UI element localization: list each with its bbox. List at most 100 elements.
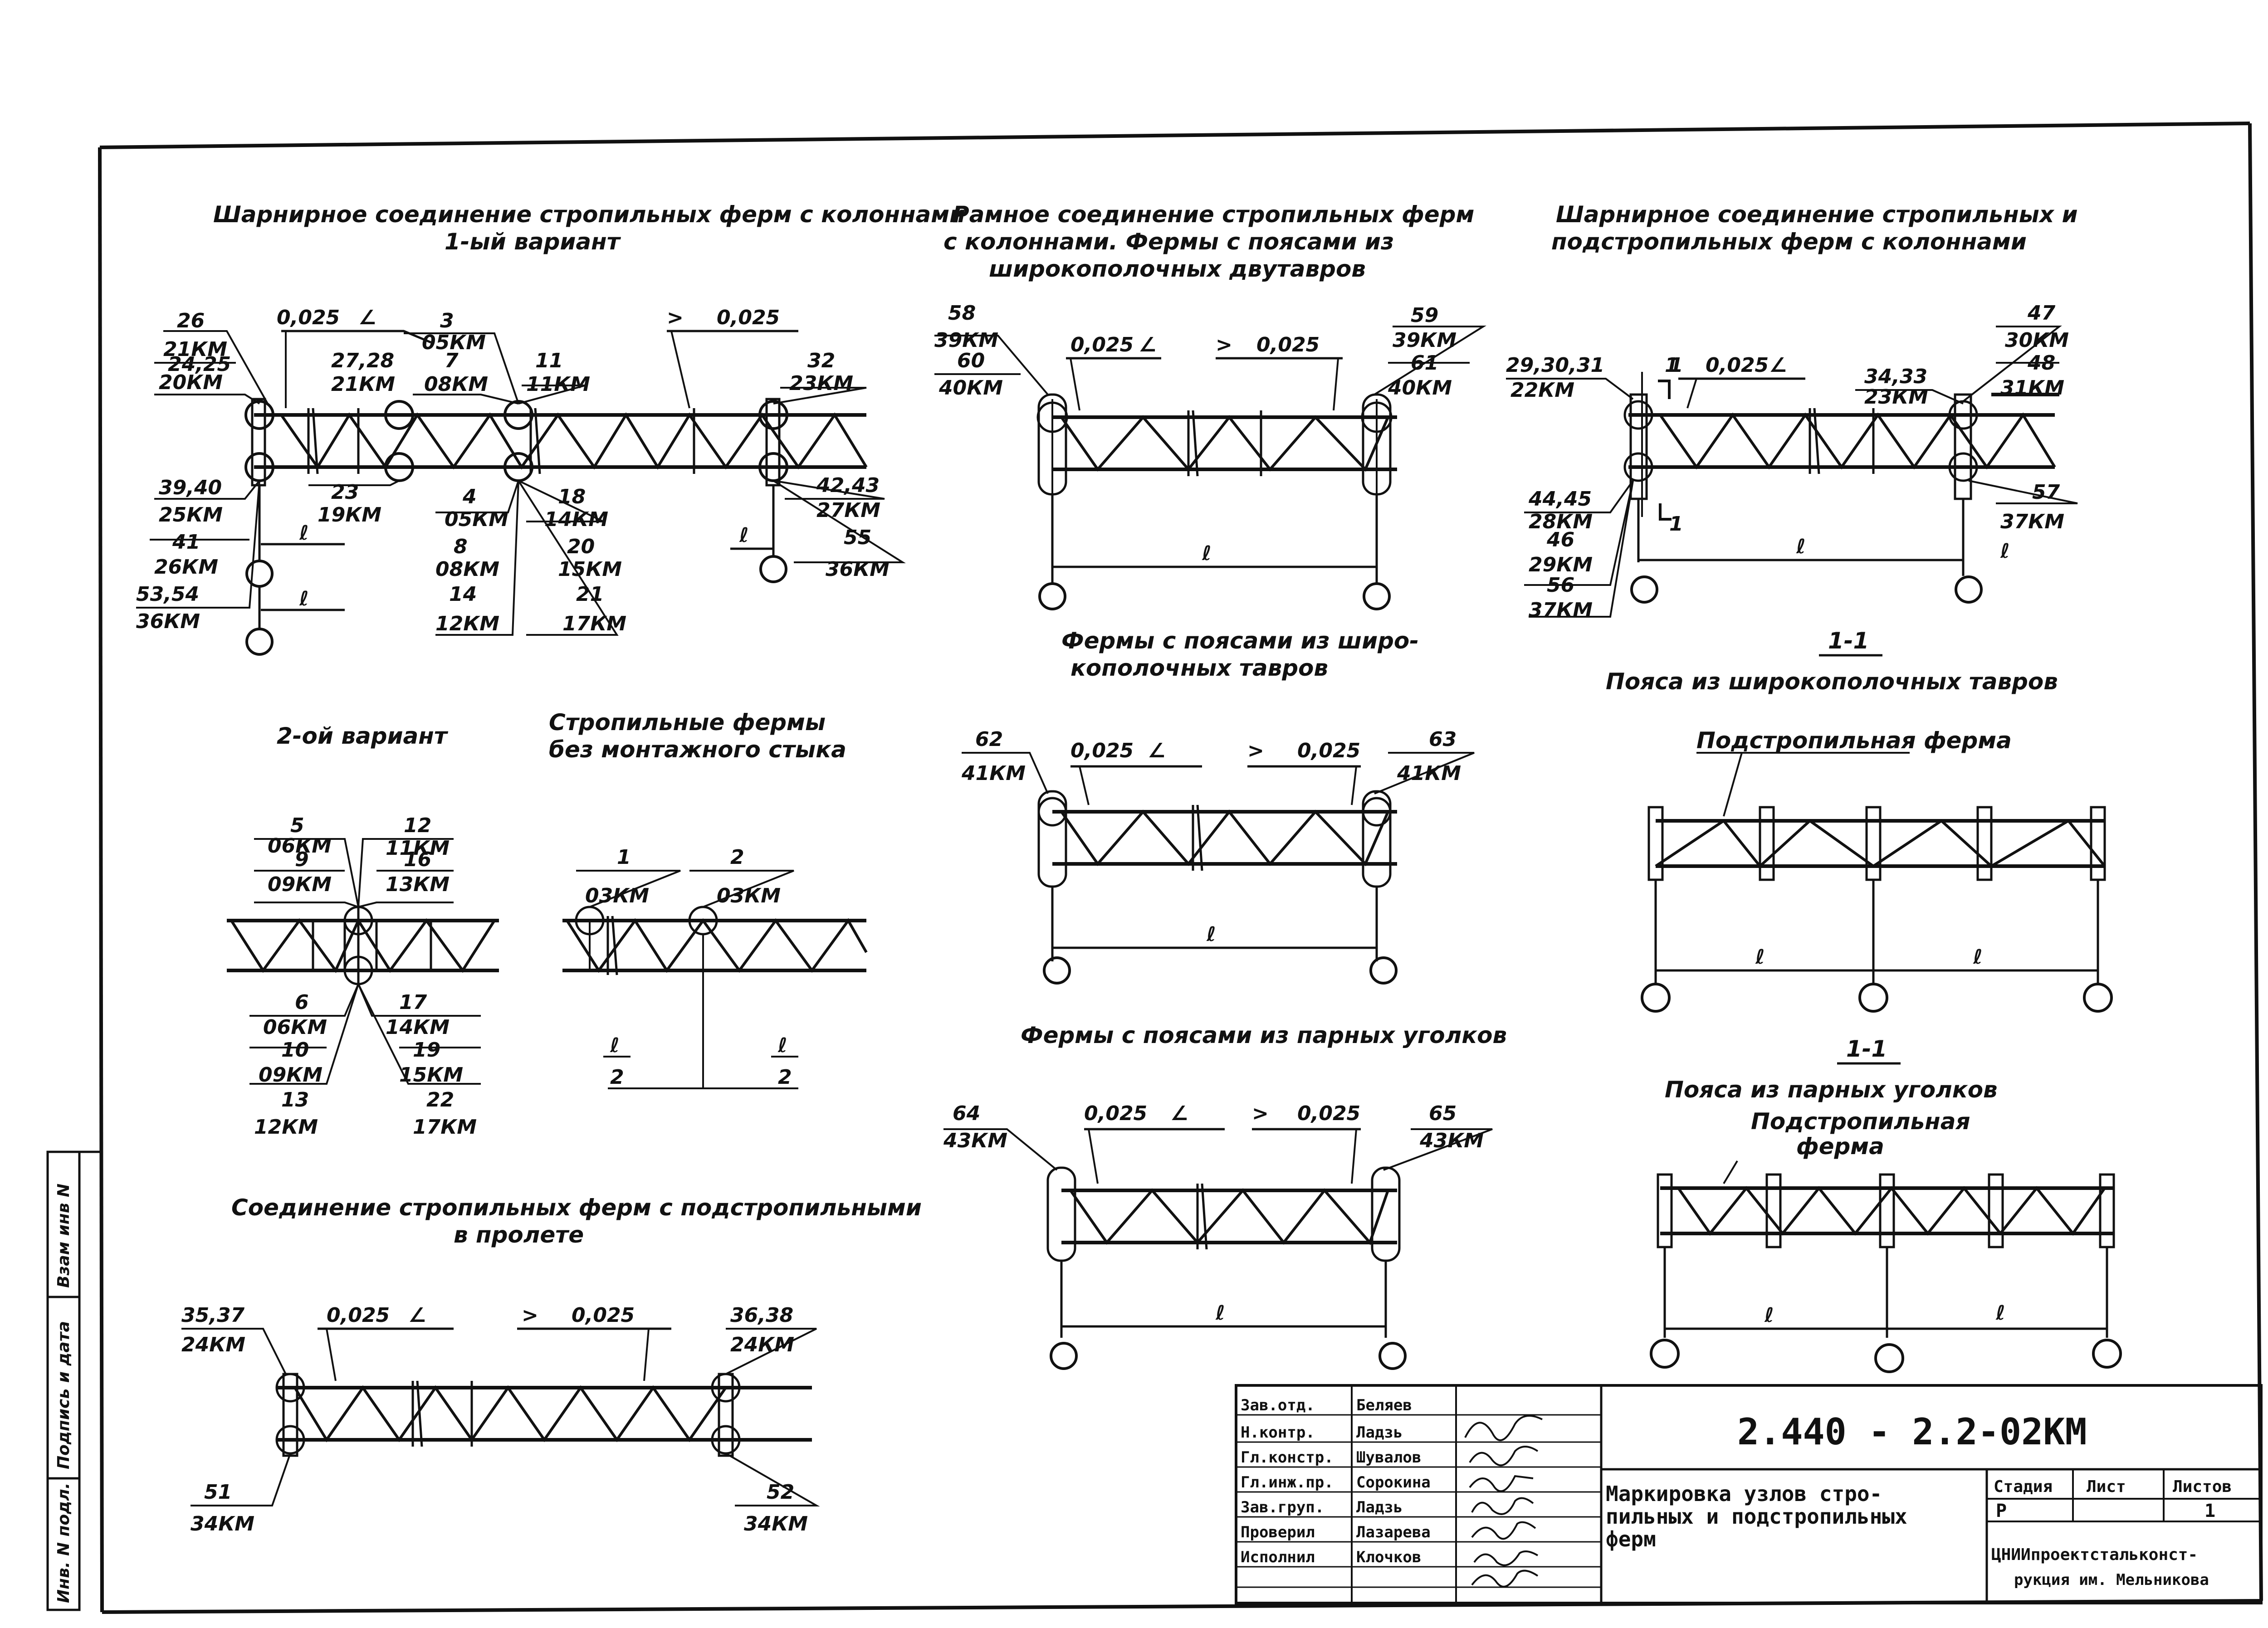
label-37km-b: 37КМ (2000, 510, 2064, 533)
role-label: Зав.груп. (1241, 1498, 1324, 1516)
s3-title-line2: подстропильных ферм с колоннами (1551, 229, 2027, 255)
s3-slope: 0,025 (1706, 354, 1769, 377)
s6-title-line1: Фермы с поясами из широ- (1061, 628, 1419, 654)
signature-3 (1469, 1475, 1534, 1492)
org-line1: ЦНИИпроектстальконст- (1991, 1545, 2198, 1564)
label-21km-b: 21КМ (331, 373, 395, 396)
label-05km-a: 05КМ (422, 331, 486, 354)
s7-slope-a-angle: ∠ (1170, 1102, 1188, 1125)
s7-truss (943, 1128, 1493, 1370)
s4-truss (227, 838, 499, 1085)
s5-title-line2: без монтажного стыка (549, 736, 846, 763)
label-13: 13 (281, 1088, 309, 1111)
label-9: 9 (295, 848, 309, 871)
label-65: 65 (1429, 1102, 1457, 1125)
label-19km: 19КМ (318, 503, 381, 526)
label-1-s3: 1 (1669, 354, 1683, 377)
s5-title-line1: Стропильные фермы (549, 709, 826, 736)
s6-slope-a-angle: ∠ (1148, 739, 1165, 762)
s10-sub-line1: Подстропильная (1751, 1108, 1970, 1135)
label-48: 48 (2027, 351, 2055, 375)
s7-title: Фермы с поясами из парных уголков (1021, 1022, 1507, 1048)
role-label: Проверил (1241, 1523, 1315, 1541)
s10-span-a: ℓ (1764, 1304, 1774, 1327)
org-line2: рукция им. Мельникова (2014, 1571, 2209, 1589)
label-09km-b: 09КМ (259, 1063, 323, 1087)
sheet-title-line1: Маркировка узлов стро- (1606, 1482, 1882, 1506)
label-03km-b: 03КМ (717, 884, 781, 907)
label-22km: 22КМ (1510, 379, 1574, 402)
s6-slope-b-angle: > (1247, 739, 1264, 762)
s9-span-b: ℓ (1973, 946, 1983, 969)
label-08km-a: 08КМ (424, 373, 488, 396)
label-19: 19 (413, 1038, 440, 1062)
signature-4 (1471, 1497, 1534, 1515)
label-23: 23 (331, 481, 359, 504)
label-4: 4 (462, 485, 477, 508)
label-12km-b: 12КМ (254, 1116, 318, 1139)
label-36km-b: 36КМ (826, 558, 890, 581)
label-25km: 25КМ (159, 503, 223, 526)
label-60: 60 (957, 349, 985, 372)
names-column: БеляевЛадзьШуваловСорокинаЛадзьЛазареваК… (1356, 1396, 1431, 1566)
s5-half-b-den: 2 (778, 1066, 792, 1089)
label-47: 47 (2027, 302, 2056, 325)
label-20: 20 (567, 535, 595, 558)
label-61: 61 (1411, 351, 1438, 375)
label-36km-a: 36КМ (136, 610, 200, 633)
label-64: 64 (953, 1102, 980, 1125)
label-03km-a: 03КМ (585, 884, 649, 907)
s4-title: 2-ой вариант (277, 723, 449, 749)
s2-slope-b-angle: > (1216, 333, 1232, 356)
s10-section-title: 1-1 (1846, 1036, 1887, 1062)
role-label: Н.контр. (1241, 1423, 1315, 1442)
s10-sub-line2: ферма (1796, 1133, 1884, 1160)
label-27km: 27КМ (816, 499, 880, 522)
label-24km-b: 24КМ (730, 1333, 794, 1356)
s1-span-2: ℓ (299, 587, 309, 610)
s1-span-1: ℓ (299, 522, 309, 545)
signature-5 (1471, 1521, 1536, 1540)
s2-title-line3: широкополочных двутавров (989, 256, 1366, 282)
label-59: 59 (1411, 304, 1438, 327)
s1-slope-a: 0,025 (277, 306, 340, 329)
label-16: 16 (404, 848, 431, 871)
label-39-40: 39,40 (159, 476, 222, 499)
s2-slope-a: 0,025 (1070, 333, 1134, 356)
label-08km-b: 08КМ (435, 558, 499, 581)
doc-code: 2.440 - 2.2-02КМ (1737, 1411, 2087, 1453)
stage-value: Р (1996, 1501, 2007, 1521)
label-13km: 13КМ (386, 873, 450, 896)
sheet-header: Лист (2087, 1477, 2126, 1496)
s6-title-line2: кополочных тавров (1070, 655, 1328, 681)
label-6: 6 (295, 991, 309, 1014)
role-label: Исполнил (1241, 1548, 1315, 1566)
label-17: 17 (399, 991, 427, 1014)
s2-truss (934, 326, 1486, 610)
s3-span-a: ℓ (1796, 535, 1806, 558)
label-39km-a: 39КМ (934, 329, 998, 352)
label-18: 18 (558, 485, 586, 508)
label-12km-a: 12КМ (435, 612, 499, 635)
s3-title-line1: Шарнирное соединение стропильных и (1556, 201, 2078, 228)
label-53-54: 53,54 (136, 583, 199, 606)
s8-slope-a: 0,025 (327, 1304, 390, 1327)
s1-title-line2: 1-ый вариант (445, 229, 621, 255)
label-56: 56 (1547, 574, 1574, 597)
label-06km-b: 06КМ (263, 1016, 327, 1039)
s3-section-mark-a: 1 (1665, 354, 1679, 377)
person-name: Сорокина (1356, 1473, 1431, 1492)
label-35-37: 35,37 (181, 1304, 245, 1327)
label-55: 55 (844, 526, 871, 549)
person-name: Беляев (1356, 1396, 1412, 1414)
stamp-text-2: Подпись и дата (54, 1321, 73, 1469)
s8-title-line2: в пролете (454, 1222, 584, 1248)
label-1-s5: 1 (617, 846, 631, 869)
label-63: 63 (1429, 728, 1457, 751)
sheets-value: 1 (2204, 1501, 2215, 1521)
label-34km-b: 34КМ (744, 1512, 808, 1535)
label-34-33: 34,33 (1864, 365, 1927, 388)
s10-detail (1650, 1160, 2122, 1373)
label-14: 14 (449, 583, 477, 606)
s2-slope-a-angle: ∠ (1139, 333, 1156, 356)
